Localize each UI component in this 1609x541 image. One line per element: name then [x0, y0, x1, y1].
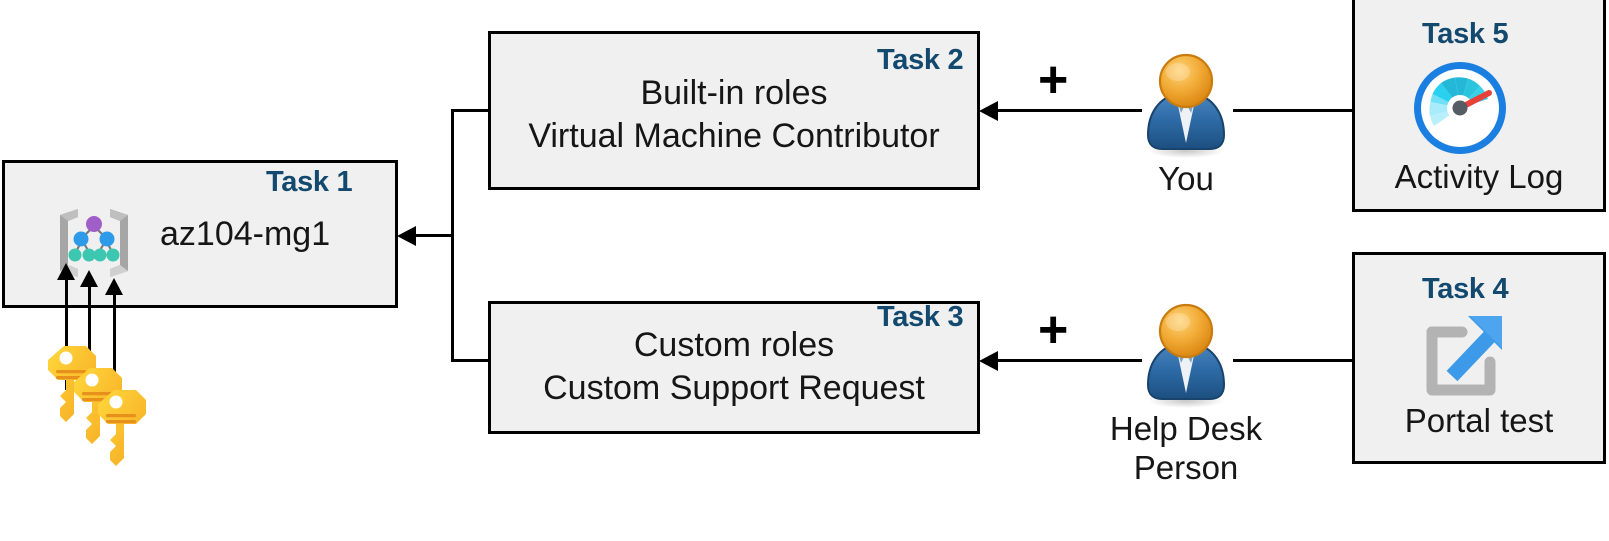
person-you-caption: You	[1158, 160, 1214, 197]
connector-task2-stub	[451, 109, 504, 112]
connector-helpdesk-to-task4	[1233, 359, 1400, 362]
task3-line2: Custom Support Request	[543, 369, 925, 407]
management-group-icon	[48, 203, 140, 283]
task1-box[interactable]	[2, 160, 398, 308]
task3-label: Task 3	[877, 301, 964, 333]
plus-top: +	[1038, 51, 1069, 109]
task3-line1: Custom roles	[633, 326, 835, 364]
person-you-icon	[1138, 51, 1234, 161]
connector-you-to-task5	[1233, 109, 1400, 112]
connector-you-to-task2	[997, 109, 1142, 112]
task4-caption: Portal test	[1404, 402, 1554, 439]
task3-box[interactable]	[488, 301, 980, 434]
task5-label: Task 5	[1422, 18, 1509, 50]
person-helpdesk-caption: Help Desk Person	[1109, 410, 1263, 486]
key-arrowhead-1	[57, 263, 75, 280]
arrowhead-you-to-task2	[979, 101, 998, 121]
key-arrowhead-3	[105, 278, 123, 295]
person-helpdesk-icon	[1138, 301, 1234, 411]
connector-to-task1	[415, 234, 453, 237]
key-arrowhead-2	[80, 270, 98, 287]
arrowhead-to-task1	[397, 226, 416, 246]
keys-icon	[32, 340, 157, 470]
task1-label: Task 1	[266, 166, 353, 198]
external-link-icon	[1418, 310, 1512, 398]
task4-label: Task 4	[1422, 273, 1509, 305]
task2-label: Task 2	[877, 44, 964, 76]
arrowhead-helpdesk-to-task3	[979, 351, 998, 371]
key-arrow-line-2	[88, 287, 91, 397]
task2-line1: Built-in roles	[640, 74, 828, 112]
task5-caption: Activity Log	[1394, 158, 1564, 195]
connector-task3-stub	[451, 359, 504, 362]
gauge-icon	[1410, 58, 1510, 158]
key-arrow-line-3	[113, 295, 116, 405]
key-arrow-line-1	[65, 280, 68, 390]
plus-bottom: +	[1038, 301, 1069, 359]
task2-line2: Virtual Machine Contributor	[528, 117, 940, 155]
task1-text: az104-mg1	[160, 215, 331, 253]
connector-helpdesk-to-task3	[997, 359, 1142, 362]
task2-box[interactable]	[488, 31, 980, 190]
